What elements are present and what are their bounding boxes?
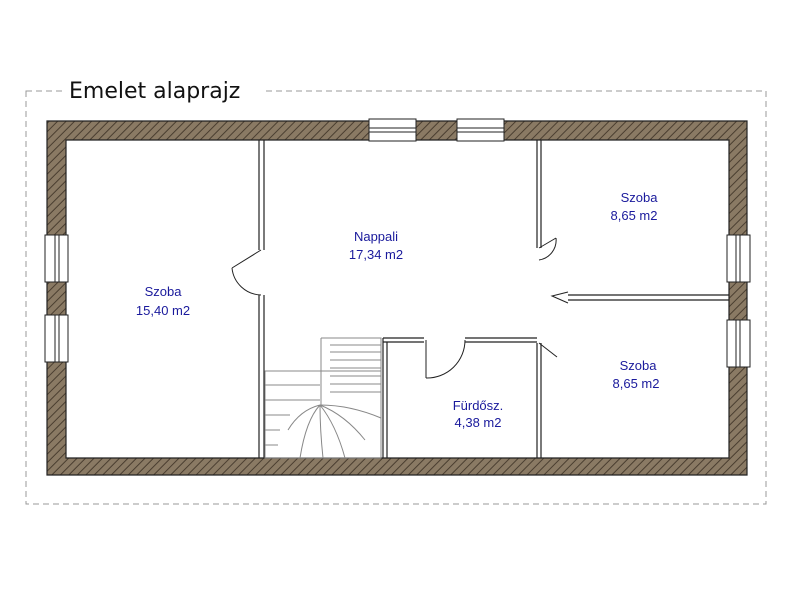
room-name: Fürdősz.	[453, 398, 504, 413]
room-area: 17,34 m2	[349, 247, 403, 262]
room-label-szoba-bottom-right: Szoba 8,65 m2	[613, 358, 660, 391]
room-label-nappali: Nappali 17,34 m2	[349, 229, 403, 262]
room-name: Nappali	[354, 229, 398, 244]
window-right-1	[726, 234, 751, 283]
title-background	[62, 76, 262, 106]
door-bathroom	[425, 339, 466, 379]
room-area: 15,40 m2	[136, 303, 190, 318]
window-top-2	[456, 118, 505, 142]
window-left-2	[44, 314, 69, 363]
stairs	[264, 337, 382, 459]
door-top-right	[538, 237, 557, 261]
room-label-szoba-top-right: Szoba 8,65 m2	[611, 190, 659, 223]
plot-boundary	[25, 90, 767, 505]
window-right-2	[726, 319, 751, 368]
room-area: 8,65 m2	[611, 208, 658, 223]
room-name: Szoba	[620, 358, 658, 373]
window-left-1	[44, 234, 69, 283]
interior-walls	[258, 140, 729, 458]
plan-title: Emelet alaprajz	[69, 79, 240, 104]
room-name: Szoba	[145, 284, 183, 299]
room-name: Szoba	[621, 190, 659, 205]
door-bottom-right	[538, 342, 558, 358]
room-area: 8,65 m2	[613, 376, 660, 391]
room-label-furdo: Fürdősz. 4,38 m2	[453, 398, 504, 430]
door-mid-right	[550, 291, 569, 304]
room-label-szoba-left: Szoba 15,40 m2	[136, 284, 190, 318]
window-top-1	[368, 118, 417, 142]
door-left	[231, 249, 262, 296]
room-area: 4,38 m2	[455, 415, 502, 430]
